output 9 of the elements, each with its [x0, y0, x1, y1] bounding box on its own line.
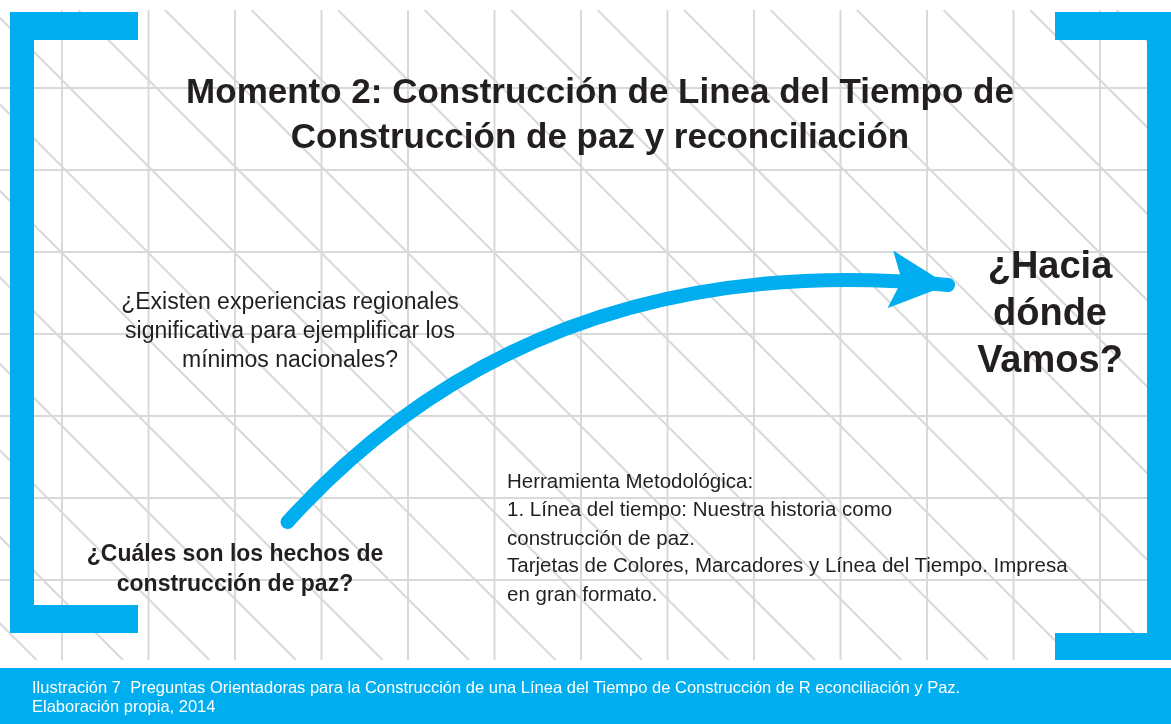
destination-question: ¿Hacia dónde Vamos?: [960, 242, 1140, 383]
title: Momento 2: Construcción de Linea del Tiempo de Construcción de paz y reconciliación: [185, 70, 1015, 157]
tool-heading: Herramienta Metodológica:: [507, 468, 755, 494]
caption: Ilustración 7 Preguntas Orientadoras para la Construcción de una Línea del Tiempo de Construcción de R econciliación y Paz. Elaboración propia, 2014: [32, 678, 962, 716]
question-text: ¿Existen experiencias regionales significativa para ejemplificar los mínimos nacionales?: [120, 287, 460, 374]
curved-arrow: [280, 252, 955, 529]
tool-item: 1. Línea del tiempo: Nuestra historia como construcción de paz.: [507, 496, 894, 551]
materials-note: Tarjetas de Colores, Marcadores y Línea del Tiempo. Impresa en gran formato.: [507, 552, 1069, 607]
starting-question: ¿Cuáles son los hechos de construcción de paz?: [60, 538, 410, 598]
